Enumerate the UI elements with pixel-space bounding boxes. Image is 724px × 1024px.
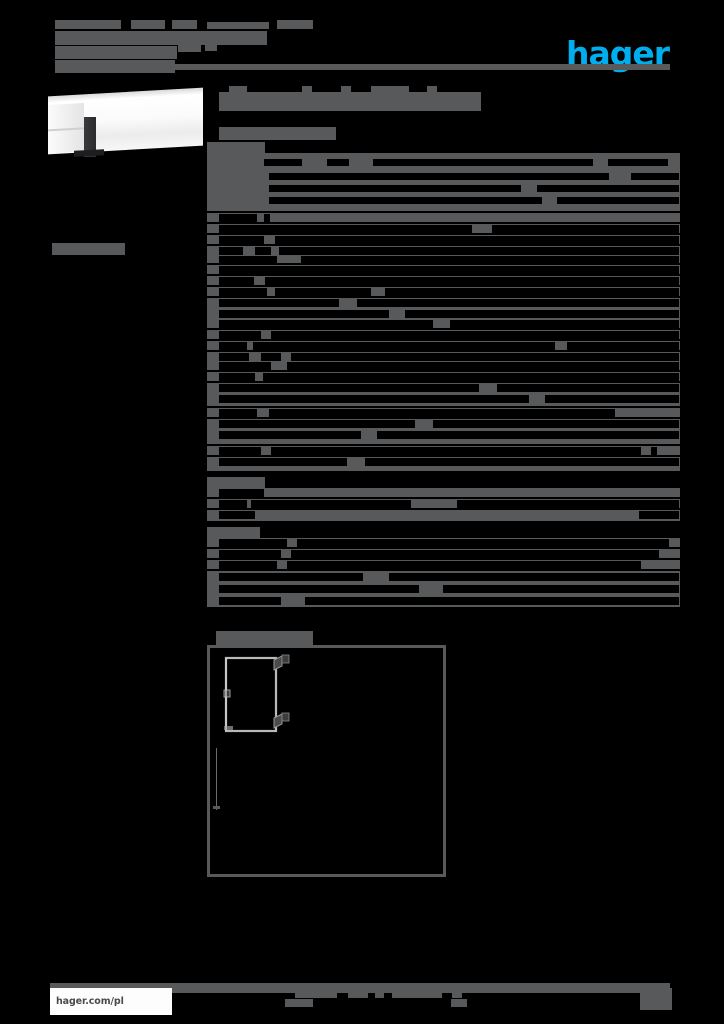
table-row	[207, 352, 680, 370]
header-line-2	[55, 31, 267, 45]
table-row	[207, 419, 680, 444]
footer-text-block	[295, 988, 337, 998]
table-row	[207, 383, 680, 406]
table-row	[207, 330, 680, 339]
table-row	[207, 276, 680, 285]
table-row	[207, 224, 680, 233]
footer-text-block	[452, 988, 462, 998]
header-line-3b	[163, 48, 173, 57]
table-row	[207, 408, 680, 417]
product-base	[74, 149, 104, 157]
header-line-2d	[205, 42, 217, 51]
table-row	[207, 571, 680, 607]
table-row	[207, 538, 680, 547]
table-row	[207, 298, 680, 328]
footer-url[interactable]: hager.com/pl	[50, 988, 172, 1015]
trunking-cross-section-icon	[223, 654, 290, 733]
product-image	[48, 87, 203, 160]
footer-page-number	[640, 988, 672, 1010]
table-row	[207, 287, 680, 296]
page-title	[219, 86, 481, 111]
header-title-fragment	[55, 20, 121, 29]
footer-text-block	[375, 988, 384, 998]
specification-table	[207, 142, 680, 609]
header-title-fragment	[207, 22, 269, 29]
footer-text-block	[285, 999, 313, 1007]
left-column-label	[52, 243, 125, 255]
table-row	[207, 499, 680, 508]
table-row	[207, 488, 680, 497]
footer-text-block	[348, 988, 368, 998]
header-line-2b	[55, 46, 177, 59]
table-row	[207, 560, 680, 569]
drawing-caption	[216, 631, 313, 645]
section-header-1	[207, 142, 265, 153]
table-row	[207, 213, 680, 222]
table-row	[207, 372, 680, 381]
header-title-fragment	[277, 20, 313, 29]
table-row	[207, 235, 680, 244]
dimension-tick	[213, 806, 220, 809]
table-row	[207, 446, 680, 455]
footer-text-block	[451, 999, 467, 1007]
header-title-fragment	[131, 20, 165, 29]
page-subtitle	[219, 127, 336, 140]
table-row	[207, 510, 680, 521]
header-divider	[55, 64, 670, 70]
header-title-fragment	[172, 20, 197, 29]
section-header-3	[207, 527, 260, 538]
table-row	[207, 549, 680, 558]
table-row	[207, 153, 680, 211]
table-row	[207, 265, 680, 274]
table-section-2	[207, 477, 680, 521]
header-line-2c	[178, 42, 201, 52]
table-row	[207, 457, 680, 471]
table-row	[207, 246, 680, 263]
section-header-2	[207, 477, 265, 488]
table-row	[207, 341, 680, 350]
footer-text-block	[392, 988, 442, 998]
dimension-line	[216, 748, 217, 810]
table-section-3	[207, 527, 680, 607]
technical-drawing-box	[207, 645, 446, 877]
product-divider-strip	[84, 117, 96, 157]
